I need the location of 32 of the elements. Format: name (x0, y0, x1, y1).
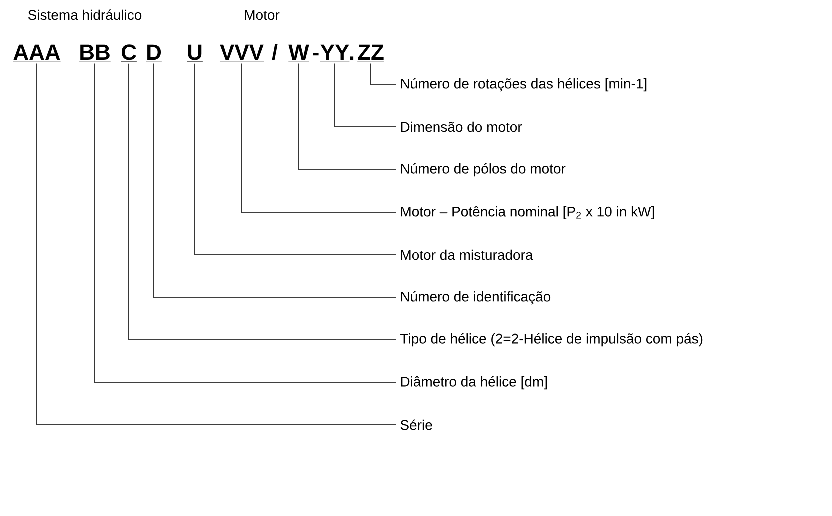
group-heading: Motor (245, 10, 280, 20)
leader-line (128, 64, 396, 340)
separator: . (350, 56, 354, 60)
code-segment: ZZ (357, 44, 385, 62)
description-text: Número de pólos do motor (401, 163, 566, 177)
code-segment: BB (78, 44, 112, 62)
group-heading: Sistema hidráulico (28, 10, 142, 20)
description-text: Dimensão do motor (401, 122, 522, 132)
code-segment: W (288, 44, 310, 62)
leader-line (242, 63, 396, 214)
leader-line (94, 63, 396, 384)
description-text: Tipo de hélice (2=2-Hélice de impulsão com pás) (400, 333, 703, 347)
code-segment: U (186, 44, 204, 62)
code-segment: D (146, 44, 162, 62)
leader-line (194, 64, 396, 256)
leader-line (36, 63, 396, 426)
leader-line (334, 63, 396, 128)
separator: - (313, 52, 319, 56)
code-segment: AAA (12, 44, 62, 62)
description-text: Número de identificação (401, 291, 551, 305)
leader-line (154, 63, 396, 298)
separator: / (272, 44, 278, 60)
code-segment: YY (320, 44, 350, 62)
code-segment: VVV (220, 44, 264, 62)
description-text: Número de rotações das hélices [min-1] (401, 78, 647, 92)
code-segment: C (120, 44, 138, 62)
leader-line (298, 63, 396, 170)
description-text: Diâmetro da hélice [dm] (401, 376, 547, 390)
leader-line (370, 63, 396, 86)
description-text: Motor da misturadora (401, 250, 534, 260)
description-text: Série (400, 420, 432, 430)
description-text: Motor – Potência nominal [P$_{2}$ x 10 in kW] (401, 206, 654, 220)
